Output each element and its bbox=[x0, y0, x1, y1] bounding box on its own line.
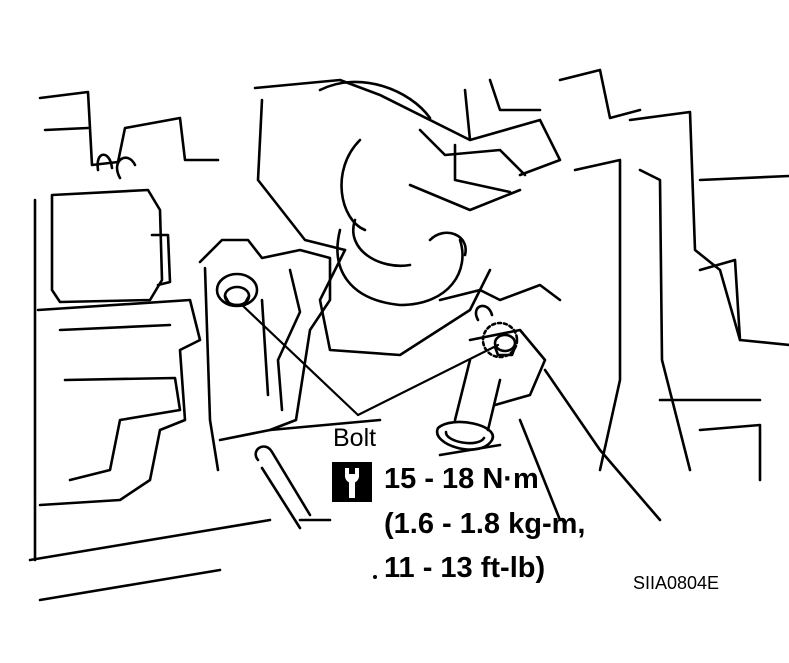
intermediate-shaft bbox=[435, 283, 562, 457]
left-housing bbox=[28, 90, 272, 602]
bolt-label: Bolt bbox=[333, 424, 377, 452]
lower-rod bbox=[254, 418, 382, 530]
torque-value-nm: 15 - 18 N·m bbox=[384, 463, 539, 495]
torque-value-ftlb: 11 - 13 ft-lb) bbox=[384, 552, 546, 584]
figure-code: SIIA0804E bbox=[633, 573, 720, 593]
right-bolt bbox=[474, 304, 519, 359]
right-structure bbox=[518, 68, 789, 522]
torque-wrench-icon bbox=[332, 462, 372, 502]
mounting-bracket bbox=[198, 238, 332, 472]
torque-value-kgm: (1.6 - 1.8 kg-m, bbox=[384, 508, 586, 540]
stray-dot bbox=[373, 575, 377, 579]
bolt-leader-lines bbox=[240, 303, 500, 417]
steering-column bbox=[253, 78, 562, 357]
left-bolt bbox=[215, 272, 259, 308]
